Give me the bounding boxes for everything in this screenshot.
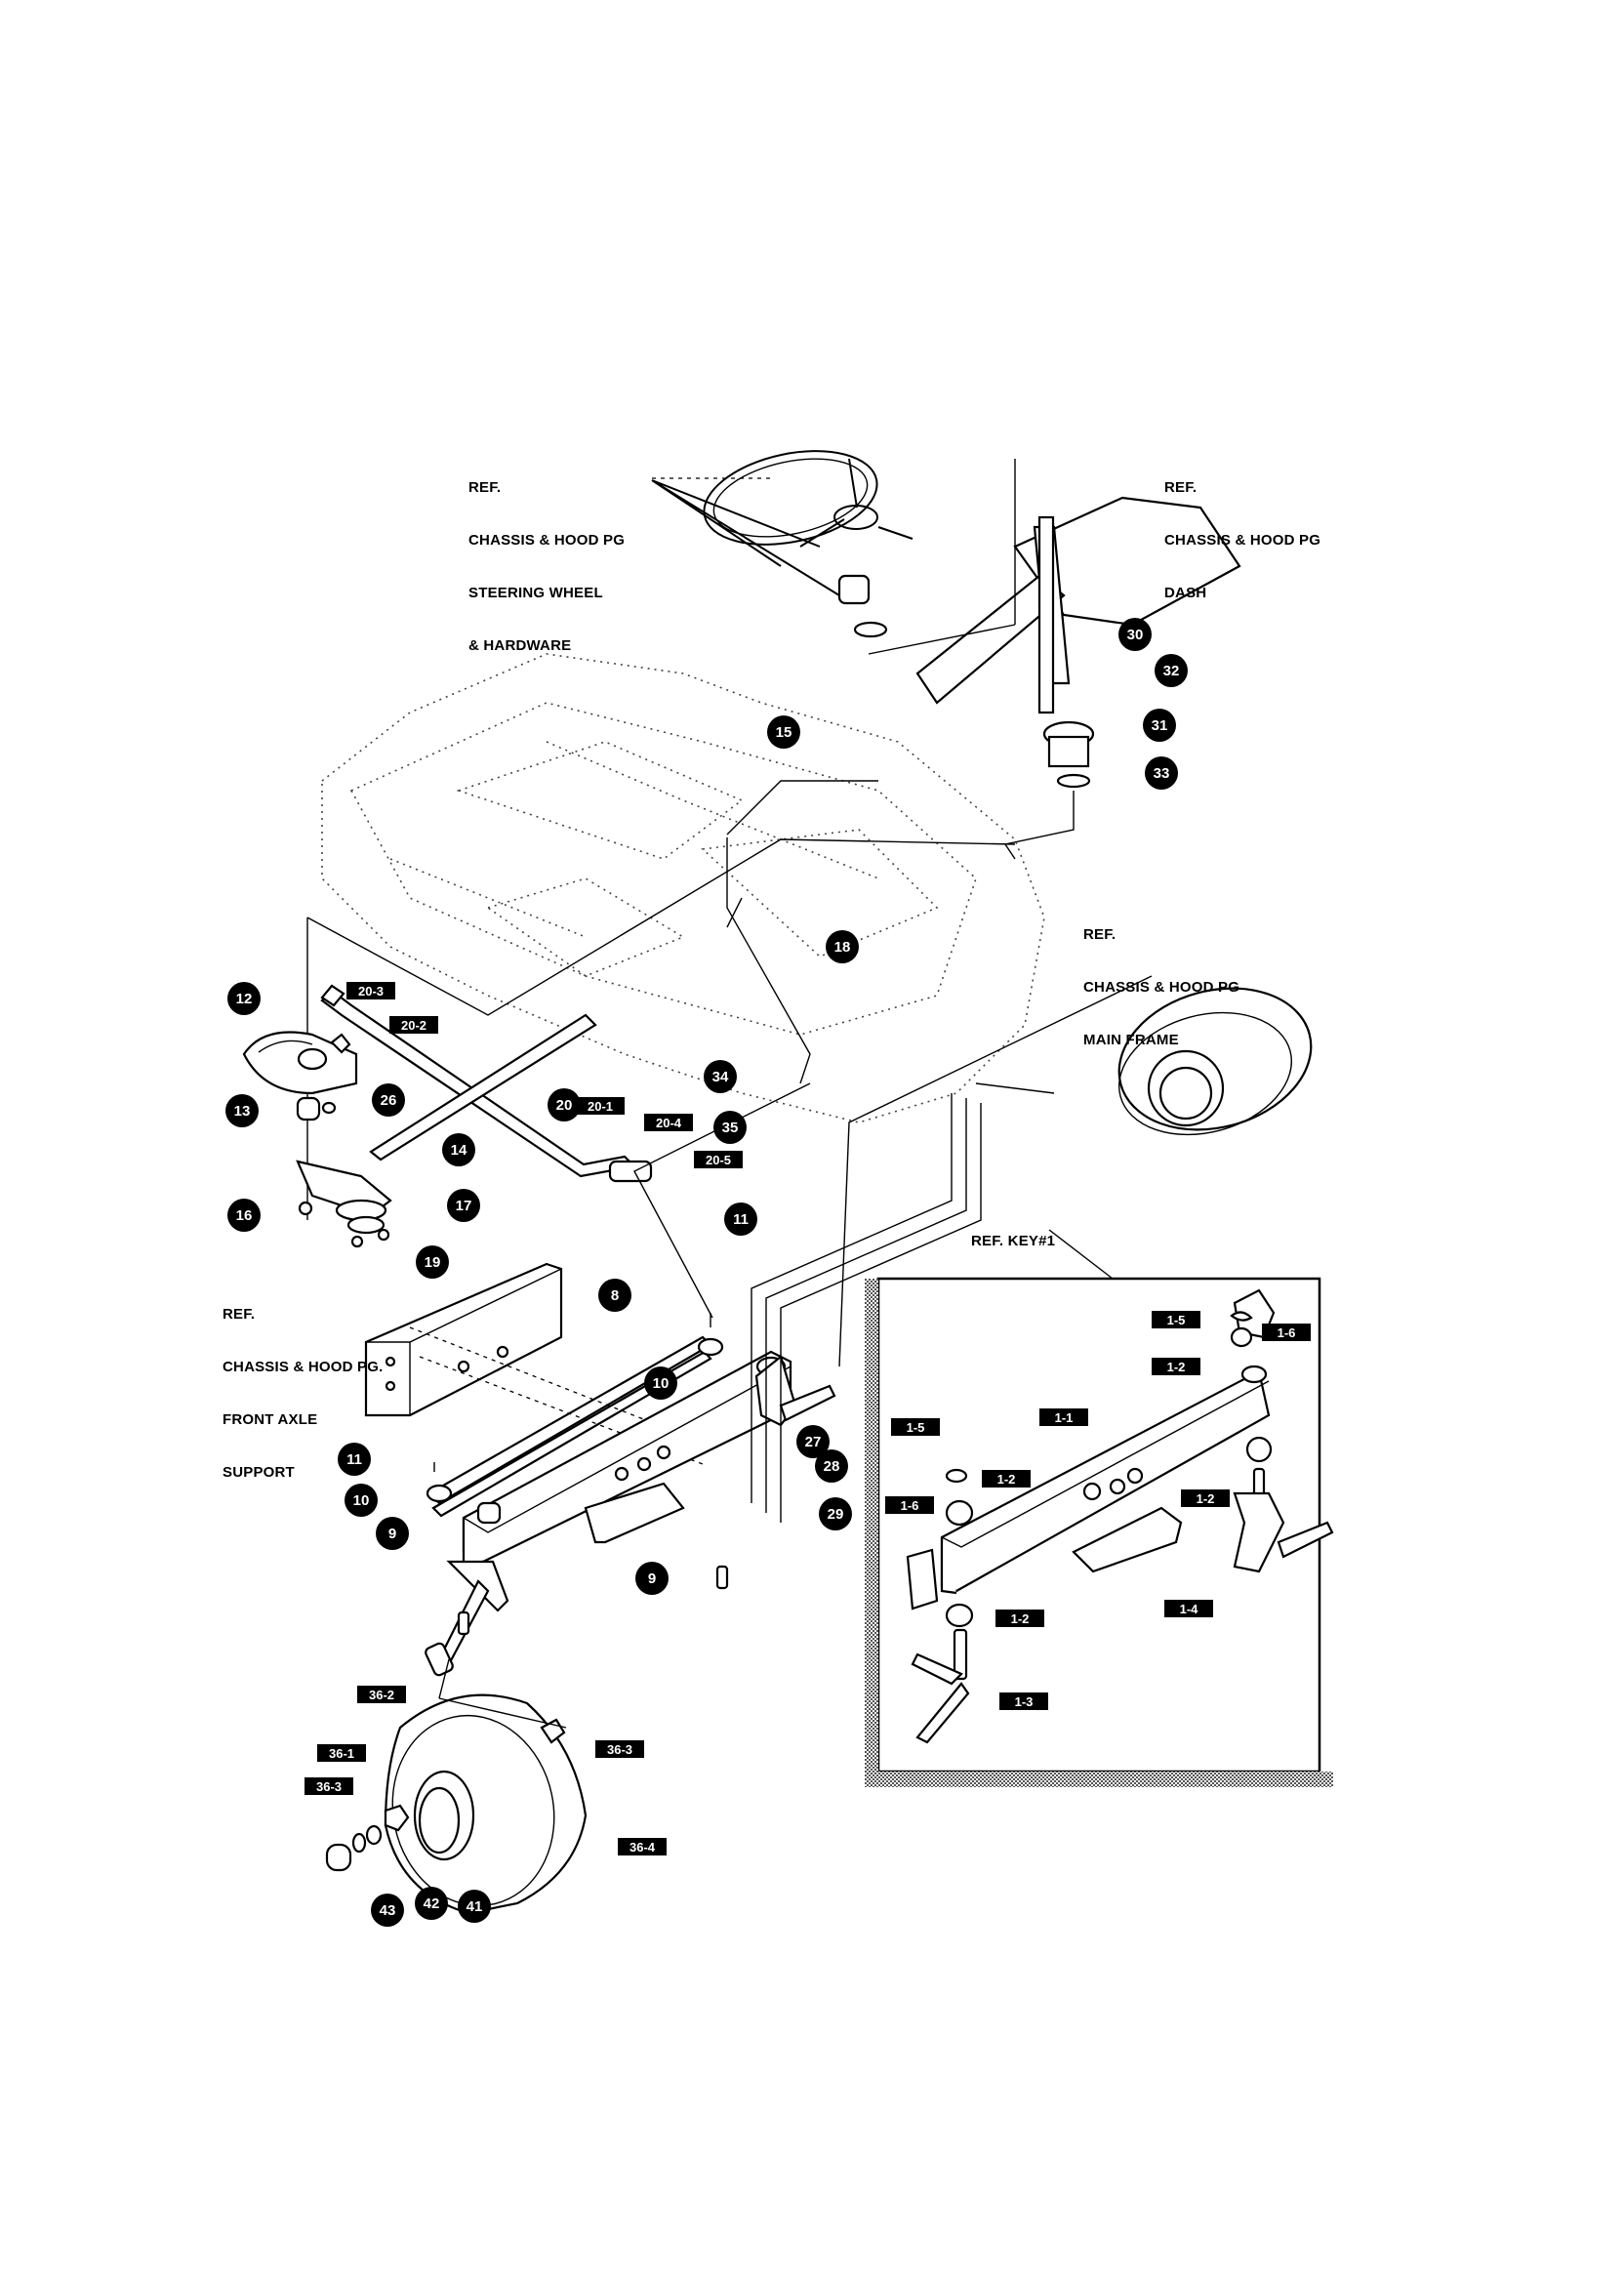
callout-41: 41	[458, 1890, 491, 1923]
ref-line: CHASSIS & HOOD PG	[468, 532, 626, 549]
tag-1-6-top: 1-6	[1262, 1324, 1311, 1341]
tag-36-2: 36-2	[357, 1686, 406, 1703]
ref-key-inset	[865, 1229, 1334, 1787]
callout-10-bottom: 10	[345, 1484, 378, 1517]
callout-10-top: 10	[644, 1366, 677, 1400]
tag-1-2-right: 1-2	[1181, 1489, 1230, 1507]
callout-14: 14	[442, 1133, 475, 1166]
ref-line: REF.	[1164, 479, 1198, 496]
callout-30: 30	[1118, 618, 1152, 651]
tag-20-3: 20-3	[346, 982, 395, 999]
callout-17: 17	[447, 1189, 480, 1222]
callout-9-left: 9	[376, 1517, 409, 1550]
tag-1-2-top: 1-2	[1152, 1358, 1200, 1375]
ref-line: REF.	[468, 479, 502, 496]
tag-20-5: 20-5	[694, 1151, 743, 1168]
ref-line: REF.	[223, 1306, 256, 1323]
tag-20-2: 20-2	[389, 1016, 438, 1034]
frame-to-axle-lines	[751, 1093, 982, 1523]
callout-11-bottom: 11	[338, 1443, 371, 1476]
callout-16: 16	[227, 1199, 261, 1232]
tag-36-3-left: 36-3	[304, 1777, 353, 1795]
callout-13: 13	[225, 1094, 259, 1127]
callout-8: 8	[598, 1279, 631, 1312]
callout-32: 32	[1155, 654, 1188, 687]
tag-20-4: 20-4	[644, 1114, 693, 1131]
ref-key1: REF. KEY#1	[971, 1233, 1056, 1249]
callout-15: 15	[767, 715, 800, 749]
ref-line: REF.	[1083, 926, 1116, 943]
tag-36-1: 36-1	[317, 1744, 366, 1762]
callout-11-top: 11	[724, 1203, 757, 1236]
ref-dash: REF. CHASSIS & HOOD PG DASH	[1164, 444, 1320, 620]
front-axle-support	[364, 1262, 704, 1465]
ref-line: STEERING WHEEL	[468, 585, 603, 601]
ref-line: CHASSIS & HOOD PG	[1164, 532, 1321, 549]
tag-36-3-right: 36-3	[595, 1740, 644, 1758]
callout-20: 20	[548, 1088, 581, 1121]
tag-1-2-left: 1-2	[982, 1470, 1031, 1488]
callout-42: 42	[415, 1887, 448, 1920]
drag-link	[320, 984, 653, 1183]
callout-29: 29	[819, 1497, 852, 1530]
right-wheel	[1117, 987, 1313, 1136]
ref-steering-wheel: REF. CHASSIS & HOOD PG STEERING WHEEL & …	[468, 444, 625, 673]
ref-line: SUPPORT	[223, 1464, 295, 1481]
tie-rod	[426, 1313, 724, 1518]
ref-main-frame: REF. CHASSIS & HOOD PG MAIN FRAME	[1083, 891, 1239, 1067]
ref-line: DASH	[1164, 585, 1207, 601]
main-frame-outline	[321, 653, 1045, 1123]
callout-35: 35	[713, 1111, 747, 1144]
tag-1-5: 1-5	[891, 1418, 940, 1436]
ref-line: CHASSIS & HOOD PG	[1083, 979, 1240, 996]
callout-18: 18	[826, 930, 859, 963]
callout-9-right: 9	[635, 1562, 669, 1595]
ref-line: FRONT AXLE	[223, 1411, 318, 1428]
tag-1-3: 1-3	[999, 1692, 1048, 1710]
callout-33: 33	[1145, 756, 1178, 790]
ref-line: & HARDWARE	[468, 637, 572, 654]
callout-28: 28	[815, 1449, 848, 1483]
callout-26: 26	[372, 1083, 405, 1117]
ref-line: CHASSIS & HOOD PG.	[223, 1359, 384, 1375]
left-wheel	[325, 1658, 588, 1915]
tag-20-1: 20-1	[576, 1097, 625, 1115]
tag-1-1: 1-1	[1039, 1408, 1088, 1426]
tag-36-4: 36-4	[618, 1838, 667, 1855]
callout-43: 43	[371, 1894, 404, 1927]
callout-19: 19	[416, 1245, 449, 1279]
steering-wheel	[703, 450, 914, 638]
ref-line: MAIN FRAME	[1083, 1032, 1179, 1048]
steering-sector-gear	[242, 1031, 392, 1248]
tag-1-5-top: 1-5	[1152, 1311, 1200, 1328]
ref-front-axle-support: REF. CHASSIS & HOOD PG. FRONT AXLE SUPPO…	[223, 1271, 383, 1499]
tag-1-2-bottom: 1-2	[995, 1610, 1044, 1627]
dash-bracket	[868, 459, 1241, 860]
tag-1-4: 1-4	[1164, 1600, 1213, 1617]
callout-27: 27	[796, 1425, 830, 1458]
steering-wheel-leader	[651, 479, 840, 596]
callout-12: 12	[227, 982, 261, 1015]
callout-34: 34	[704, 1060, 737, 1093]
callout-31: 31	[1143, 709, 1176, 742]
tag-1-6: 1-6	[885, 1496, 934, 1514]
